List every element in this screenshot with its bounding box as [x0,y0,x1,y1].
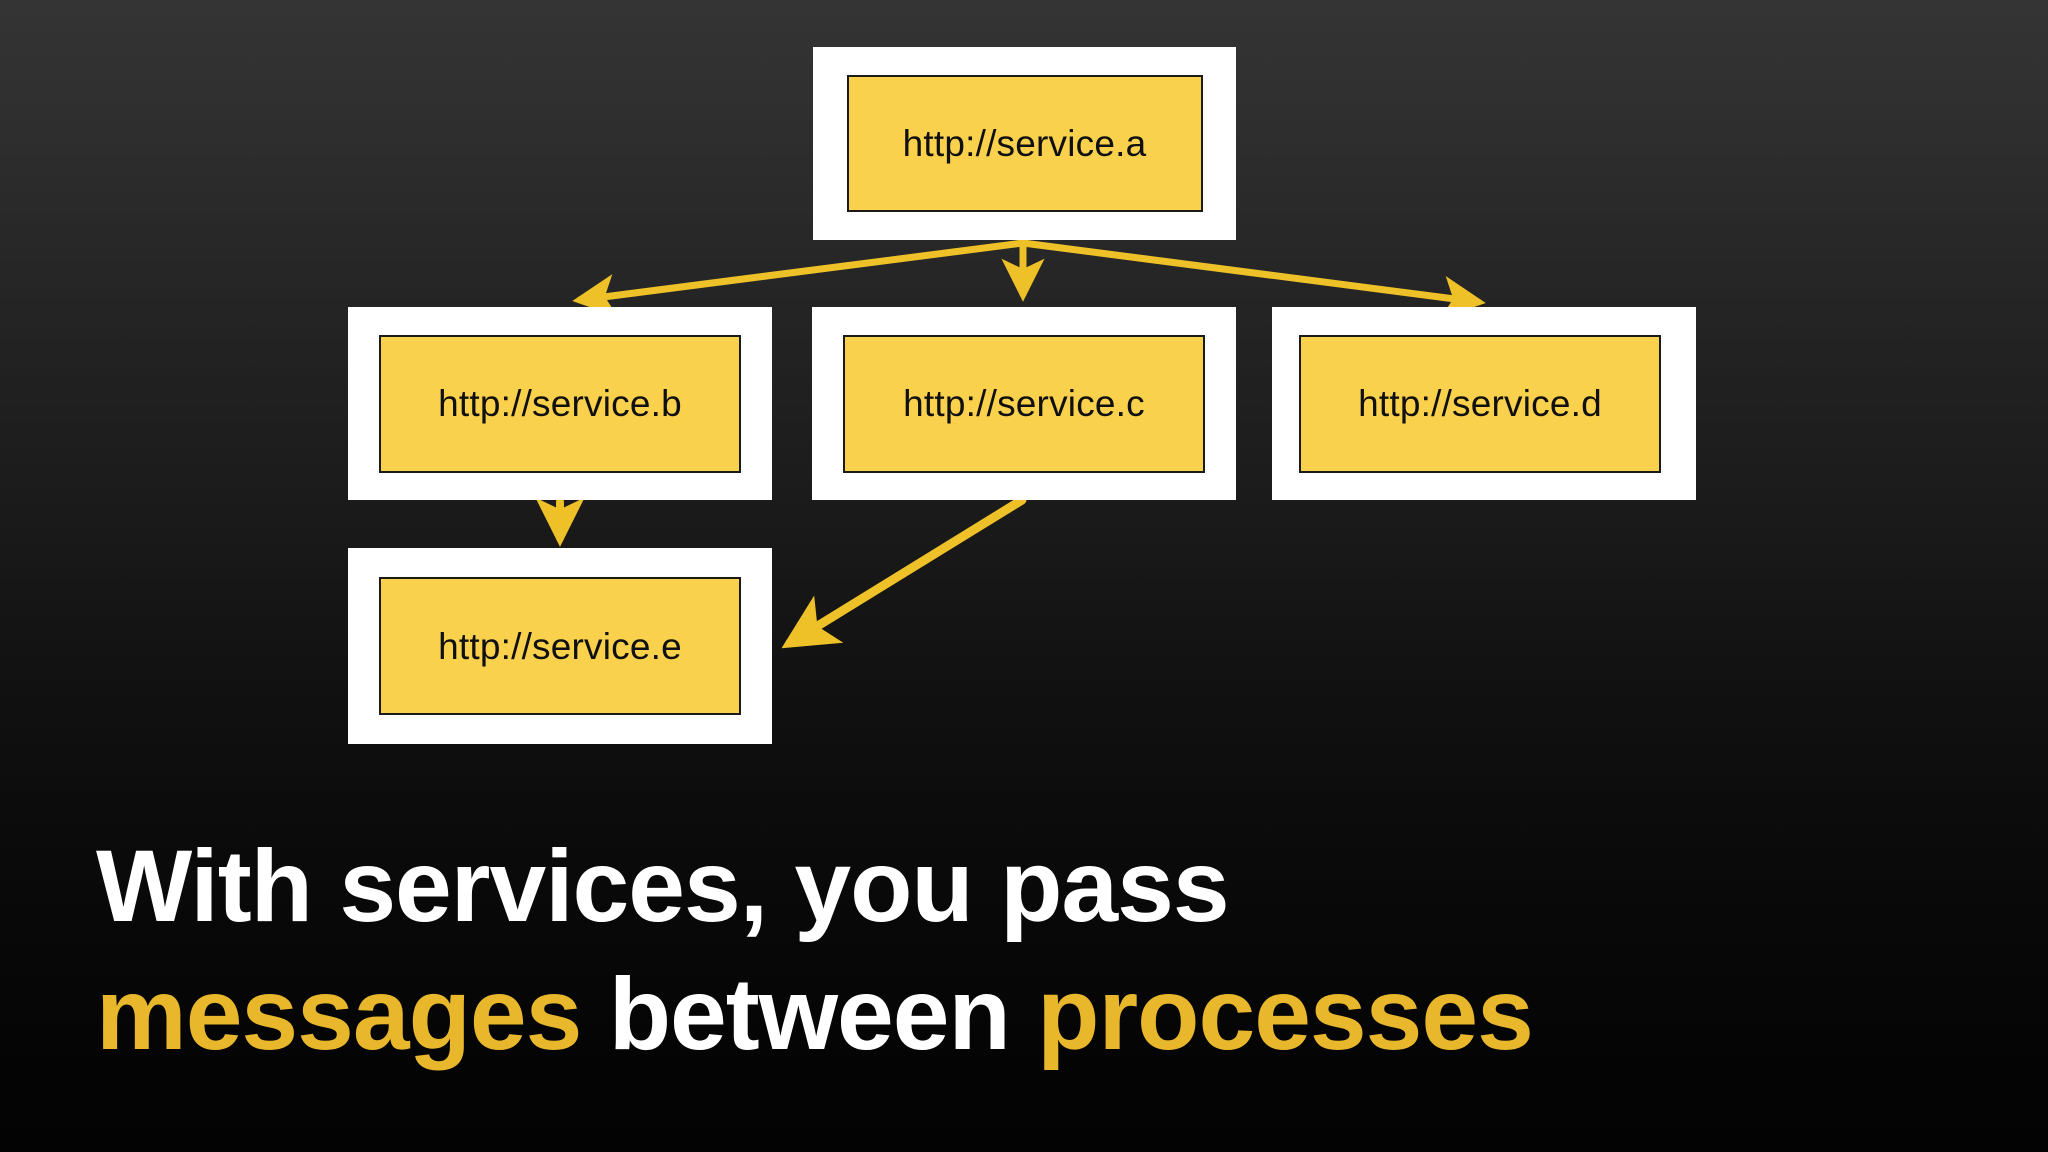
service-node-a[interactable]: http://service.a [813,47,1236,240]
service-node-d-body: http://service.d [1299,334,1661,473]
service-node-e[interactable]: http://service.e [348,548,772,744]
service-node-c[interactable]: http://service.c [812,307,1236,500]
service-node-d-label: http://service.d [1358,383,1602,424]
caption-line-2: messages between processes [96,950,1976,1078]
service-node-a-label: http://service.a [902,123,1147,164]
service-node-e-body: http://service.e [379,577,741,715]
service-node-d[interactable]: http://service.d [1272,307,1696,500]
edge-a-to-d [1019,239,1486,319]
service-node-b-body: http://service.b [379,334,741,473]
caption-word-between: between [608,957,1011,1071]
caption-word-messages: messages [96,957,582,1071]
service-node-e-label: http://service.e [438,625,682,667]
service-node-c-label: http://service.c [903,383,1145,424]
caption-word-processes: processes [1037,957,1534,1071]
edge-a-to-b [572,239,1027,317]
service-node-a-body: http://service.a [846,75,1203,212]
caption-line-1: With services, you pass [96,822,1976,950]
service-node-b-label: http://service.b [438,383,682,424]
caption-space-2 [1010,957,1037,1071]
caption-space-1 [581,957,608,1071]
edge-c-to-e [781,495,1027,649]
service-diagram: http://service.a http://service.b http:/… [348,47,1696,744]
caption-line-1-text: With services, you pass [96,829,1230,943]
service-node-c-body: http://service.c [843,334,1205,473]
service-node-b[interactable]: http://service.b [348,307,772,500]
slide-caption: With services, you pass messages between… [96,822,1976,1078]
